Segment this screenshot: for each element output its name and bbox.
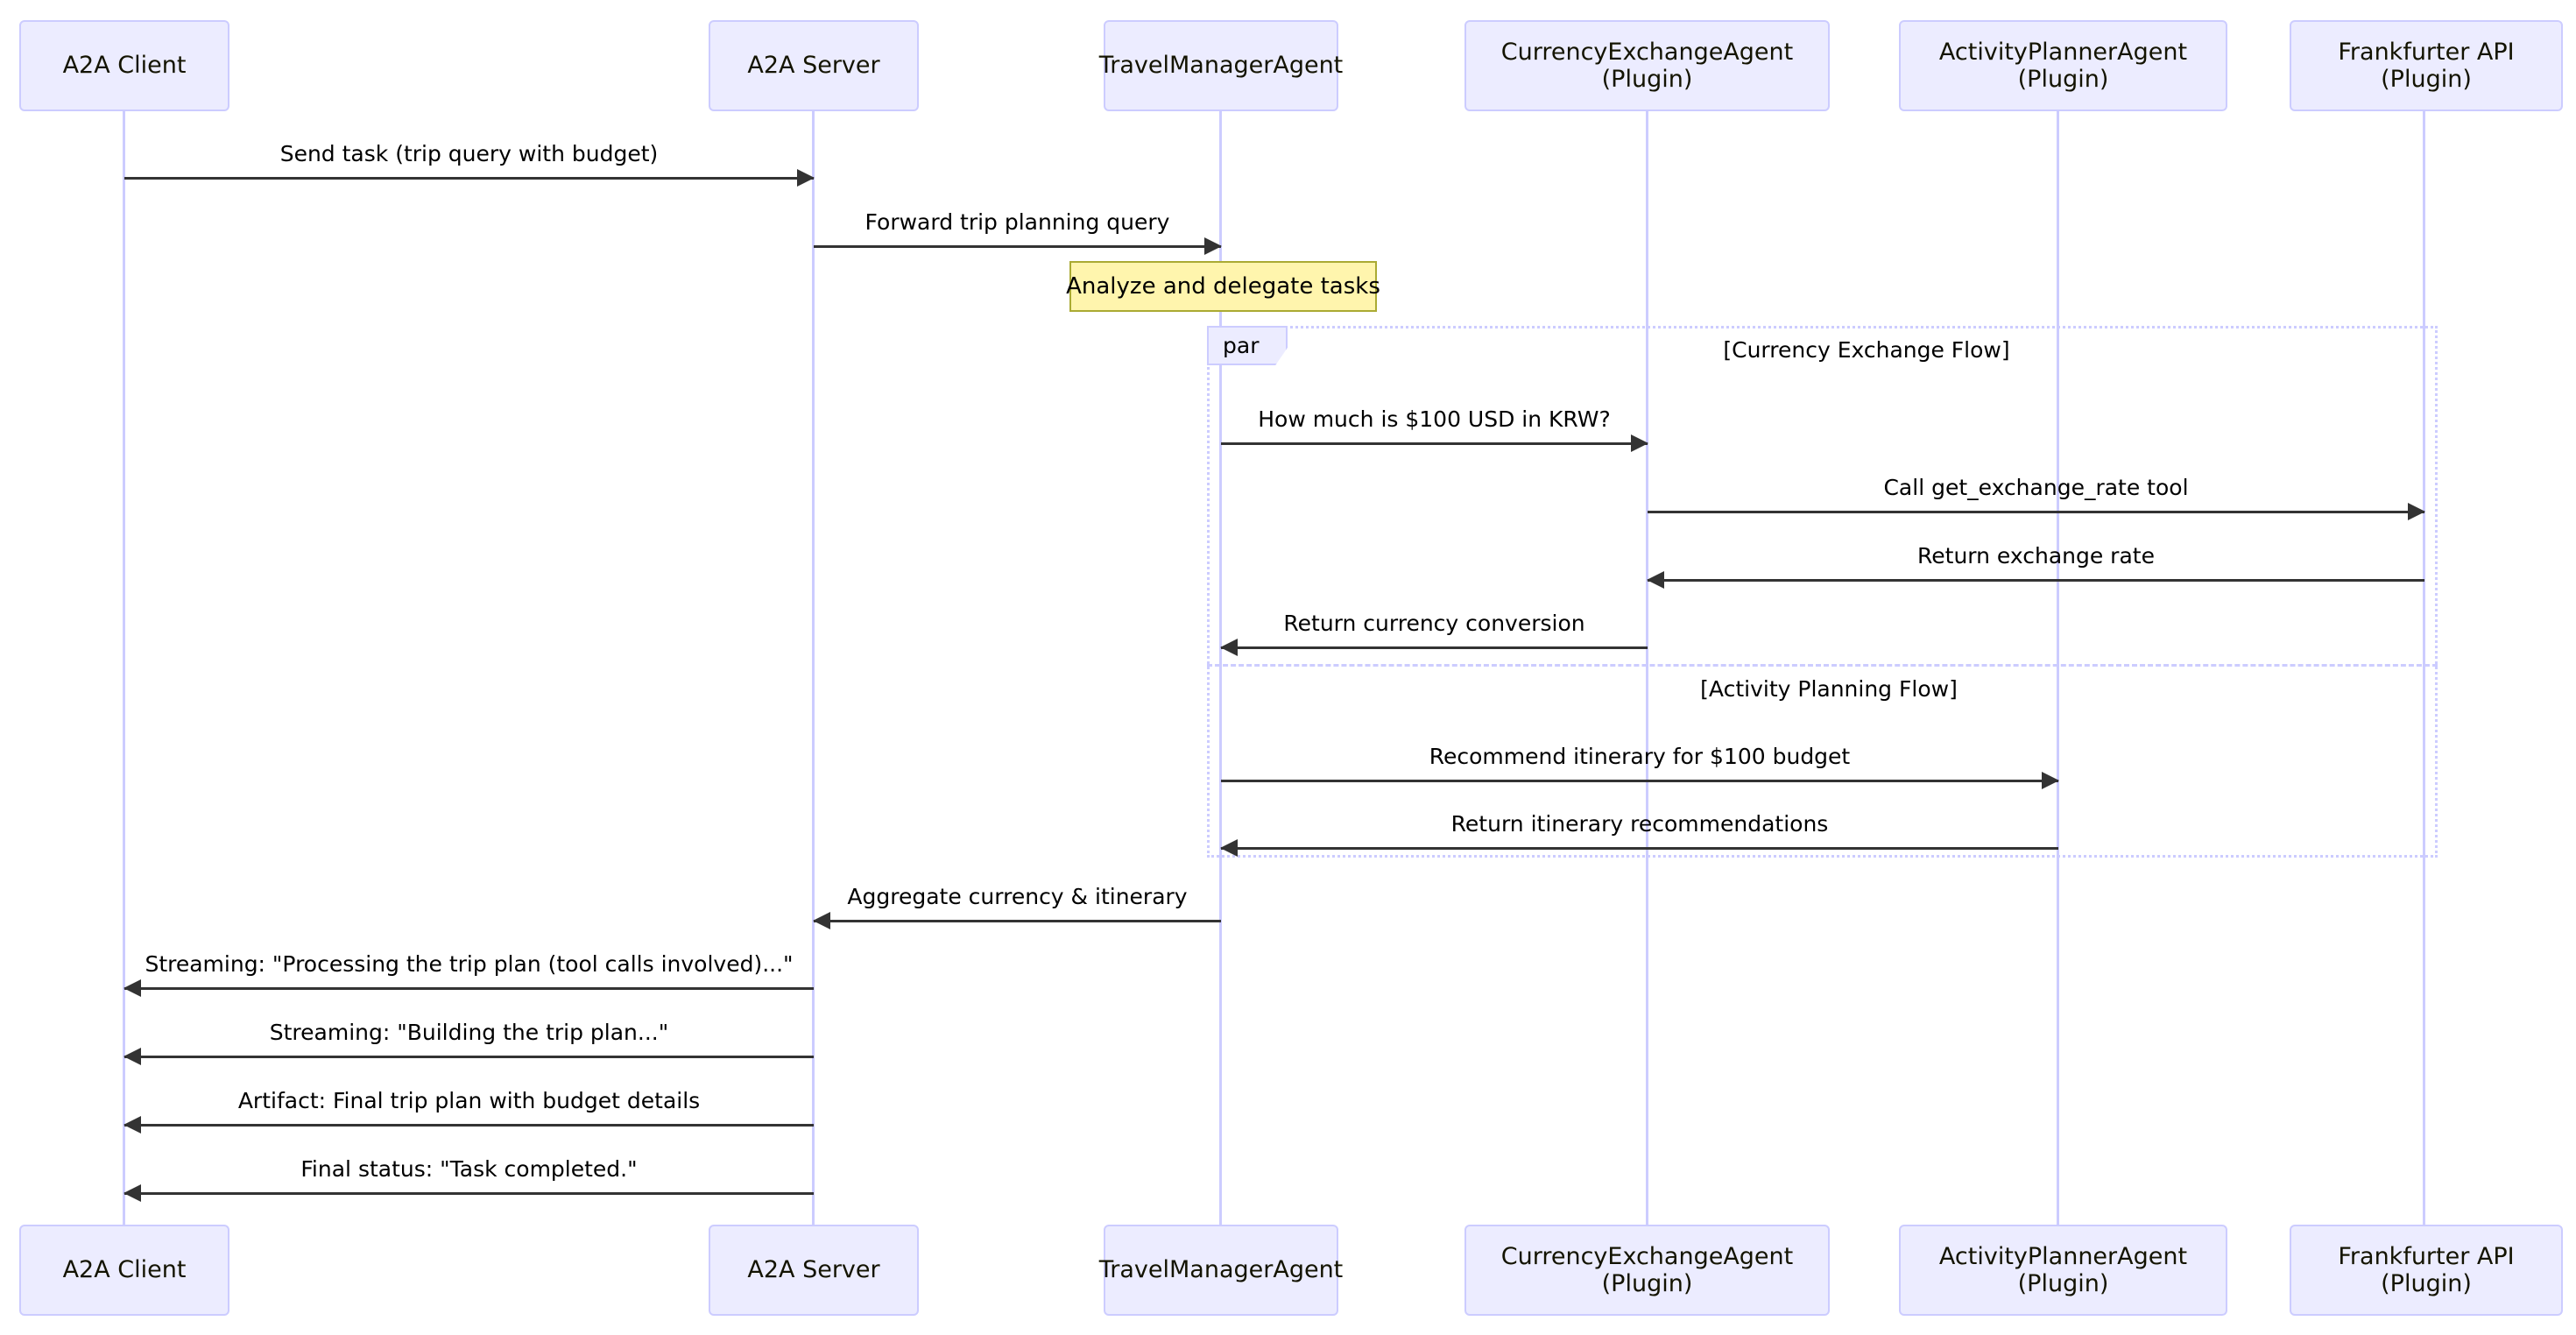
message-line [814,920,1221,922]
message-line [1221,442,1648,445]
lifeline-manager [1219,111,1222,1235]
arrowhead-right-icon [2042,772,2059,789]
lifeline-client [123,111,125,1235]
arrowhead-left-icon [1647,571,1664,589]
arrowhead-left-icon [124,1048,141,1065]
message-label: Recommend itinerary for $100 budget [1429,744,1851,769]
arrowhead-right-icon [1631,434,1648,452]
message-label: How much is $100 USD in KRW? [1258,406,1611,432]
message-line [814,245,1221,248]
actor-label: Frankfurter API (Plugin) [2338,1242,2515,1297]
par-section-title-currency: [Currency Exchange Flow] [1723,337,2010,363]
message-line [124,1124,814,1127]
actor-label: TravelManagerAgent [1098,52,1344,80]
message-label: Artifact: Final trip plan with budget de… [237,1088,701,1113]
message-label: Call get_exchange_rate tool [1883,475,2189,500]
par-section-divider [1207,664,2438,667]
lifeline-frankfurter [2423,111,2425,1235]
actor-label: CurrencyExchangeAgent (Plugin) [1500,1242,1794,1297]
actor-label: Frankfurter API (Plugin) [2338,38,2515,93]
actor-top-manager[interactable]: TravelManagerAgent [1099,20,1343,111]
actor-bottom-currency[interactable]: CurrencyExchangeAgent (Plugin) [1464,1225,1830,1316]
actor-bottom-client[interactable]: A2A Client [19,1225,229,1316]
message-label: Send task (trip query with budget) [279,141,659,166]
arrowhead-right-icon [1204,237,1222,255]
message-line [124,1192,814,1195]
message-label: Forward trip planning query [865,209,1170,235]
par-block-tag[interactable]: par [1207,326,1288,365]
arrowhead-left-icon [1220,839,1238,857]
message-label: Streaming: "Processing the trip plan (to… [145,951,794,977]
actor-bottom-server[interactable]: A2A Server [709,1225,919,1316]
actor-top-server[interactable]: A2A Server [709,20,919,111]
actor-label: A2A Server [747,1256,880,1284]
message-label: Aggregate currency & itinerary [847,884,1188,909]
actor-label: A2A Server [747,52,880,80]
message-label: Final status: "Task completed." [300,1156,638,1182]
actor-top-client[interactable]: A2A Client [19,20,229,111]
lifeline-activity [2057,111,2059,1235]
actor-top-activity[interactable]: ActivityPlannerAgent (Plugin) [1899,20,2227,111]
actor-bottom-frankfurter[interactable]: Frankfurter API (Plugin) [2290,1225,2563,1316]
message-line [124,177,814,180]
note-text: Analyze and delegate tasks [1066,273,1380,300]
actor-bottom-manager[interactable]: TravelManagerAgent [1099,1225,1343,1316]
message-label: Return exchange rate [1917,543,2155,569]
actor-label: TravelManagerAgent [1098,1256,1344,1284]
message-line [1221,847,2058,850]
lifeline-server [812,111,815,1235]
actor-top-currency[interactable]: CurrencyExchangeAgent (Plugin) [1464,20,1830,111]
message-label: Return itinerary recommendations [1450,811,1829,837]
actor-top-frankfurter[interactable]: Frankfurter API (Plugin) [2290,20,2563,111]
message-label: Streaming: "Building the trip plan..." [269,1020,669,1045]
actor-label: CurrencyExchangeAgent (Plugin) [1500,38,1794,93]
actor-label: ActivityPlannerAgent (Plugin) [1938,1242,2188,1297]
message-line [1221,646,1648,649]
note-analyze-and-delegate: Analyze and delegate tasks [1066,261,1380,312]
arrowhead-left-icon [124,1184,141,1202]
message-label: Return currency conversion [1283,611,1585,636]
message-line [124,987,814,990]
actor-label: A2A Client [62,52,187,80]
arrowhead-left-icon [1220,639,1238,656]
par-block-tag-label: par [1223,333,1260,358]
message-line [1648,511,2424,513]
actor-label: ActivityPlannerAgent (Plugin) [1938,38,2188,93]
message-line [1648,579,2424,582]
actor-bottom-activity[interactable]: ActivityPlannerAgent (Plugin) [1899,1225,2227,1316]
arrowhead-left-icon [813,912,830,929]
actor-label: A2A Client [62,1256,187,1284]
arrowhead-right-icon [797,169,815,187]
message-line [124,1056,814,1058]
lifeline-currency [1646,111,1648,1235]
arrowhead-left-icon [124,1116,141,1134]
arrowhead-right-icon [2408,503,2425,520]
message-line [1221,780,2058,782]
par-section-title-activity: [Activity Planning Flow] [1700,676,1958,702]
arrowhead-left-icon [124,979,141,997]
